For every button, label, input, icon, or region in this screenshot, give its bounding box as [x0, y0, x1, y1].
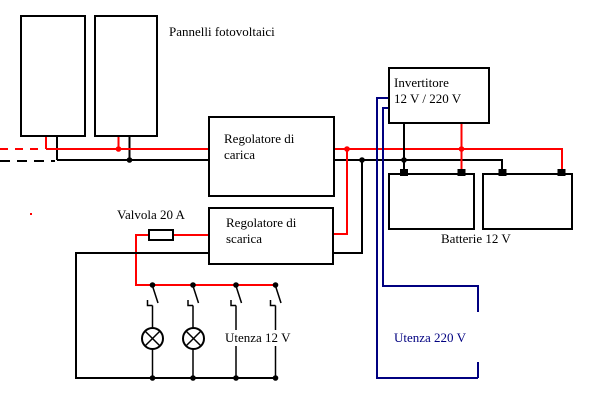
battery2-negative-terminal-icon	[498, 169, 507, 176]
pv-panel-2	[94, 15, 158, 137]
lamp-2-icon	[182, 327, 205, 350]
junction-icon	[149, 375, 156, 381]
charge-regulator-label-line1: Regolatore di	[224, 131, 295, 146]
ac-220v-wire-1	[376, 97, 478, 379]
battery1-negative-terminal-icon	[400, 169, 408, 176]
inverter-box	[388, 67, 490, 124]
fuse-icon	[148, 229, 174, 241]
battery2-positive-terminal-icon	[557, 169, 566, 176]
inverter-label-line2: 12 V / 220 V	[394, 91, 462, 106]
discharge-regulator-label-line1: Regolatore di	[226, 215, 297, 230]
panels-label: Pannelli fotovoltaici	[169, 24, 275, 39]
ac-220v-wire-2	[382, 107, 479, 312]
pv-panel-1	[20, 15, 86, 137]
junction-icon	[126, 157, 133, 163]
junction-icon	[401, 157, 407, 163]
junction-icon	[190, 375, 196, 381]
junction-icon	[190, 282, 196, 288]
switch-1-icon	[146, 285, 159, 378]
batteries-label: Batterie 12 V	[441, 231, 511, 246]
charge-regulator-box	[208, 116, 335, 197]
lamp-1-icon	[141, 327, 164, 350]
junction-icon	[272, 375, 279, 381]
junction-icon	[359, 157, 365, 163]
load-12v-label: Utenza 12 V	[223, 330, 293, 346]
junction-icon	[115, 146, 122, 152]
boxes	[20, 15, 573, 265]
battery1-positive-terminal-icon	[457, 169, 466, 176]
junction-icon	[233, 375, 239, 381]
junction-icon	[233, 282, 239, 288]
load-220v-label: Utenza 220 V	[394, 330, 466, 345]
discharge-regulator-box	[208, 207, 334, 265]
discharge-regulator-positive-feed	[334, 149, 348, 235]
charge-regulator-label-line2: carica	[224, 147, 256, 162]
junction-icon	[458, 146, 465, 152]
negative-dc-bus	[57, 159, 503, 170]
junction-icon	[272, 282, 279, 288]
battery-1	[388, 173, 475, 230]
fuse-label: Valvola 20 A	[117, 207, 185, 222]
junction-icon	[344, 146, 350, 152]
stray-mark	[30, 213, 32, 215]
battery-2	[482, 173, 573, 230]
inverter-label-line1: Invertitore	[394, 75, 449, 90]
switch-2-icon	[187, 285, 200, 378]
load12-negative-return	[75, 160, 363, 379]
discharge-regulator-label-line2: scarica	[226, 231, 263, 246]
junction-icon	[149, 282, 156, 288]
